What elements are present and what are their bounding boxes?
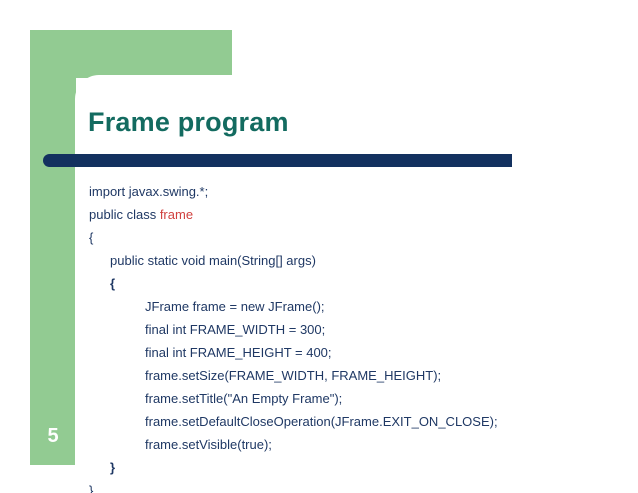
code-text: JFrame frame = new JFrame();: [145, 299, 325, 314]
code-line: {: [89, 226, 609, 249]
title-underline-rule: [43, 154, 512, 167]
code-text: frame.setDefaultCloseOperation(JFrame.EX…: [145, 414, 498, 429]
code-keyword-classname: frame: [159, 207, 194, 222]
page-title: Frame program: [88, 107, 289, 137]
code-text: {: [89, 230, 94, 245]
slide-number: 5: [47, 425, 59, 447]
code-line: final int FRAME_HEIGHT = 400;: [89, 341, 609, 364]
code-text: }: [110, 460, 116, 475]
code-text: public static void main(String[] args): [110, 253, 316, 268]
code-line: frame.setTitle("An Empty Frame");: [89, 387, 609, 410]
code-text: frame.setTitle("An Empty Frame");: [145, 391, 343, 406]
code-line: frame.setSize(FRAME_WIDTH, FRAME_HEIGHT)…: [89, 364, 609, 387]
code-line: }: [89, 479, 609, 493]
code-line: }: [89, 456, 609, 479]
code-block: import javax.swing.*; public class frame {…: [89, 180, 609, 493]
green-accent-sidebar: [30, 30, 76, 465]
code-text: final int FRAME_WIDTH = 300;: [145, 322, 326, 337]
code-text: }: [89, 483, 94, 493]
code-line: public class frame: [89, 203, 609, 226]
code-line: public static void main(String[] args): [89, 249, 609, 272]
code-line: frame.setDefaultCloseOperation(JFrame.EX…: [89, 410, 609, 433]
code-line: JFrame frame = new JFrame();: [89, 295, 609, 318]
code-line: {: [89, 272, 609, 295]
code-text: import javax.swing.*;: [89, 184, 209, 199]
code-text: frame.setSize(FRAME_WIDTH, FRAME_HEIGHT)…: [145, 368, 442, 383]
code-line: final int FRAME_WIDTH = 300;: [89, 318, 609, 341]
code-line: import javax.swing.*;: [89, 180, 609, 203]
code-text: final int FRAME_HEIGHT = 400;: [145, 345, 332, 360]
code-text: public class: [89, 207, 160, 222]
code-text: frame.setVisible(true);: [145, 437, 272, 452]
code-line: frame.setVisible(true);: [89, 433, 609, 456]
code-text: {: [110, 276, 116, 291]
slide-content-panel: [75, 75, 638, 493]
